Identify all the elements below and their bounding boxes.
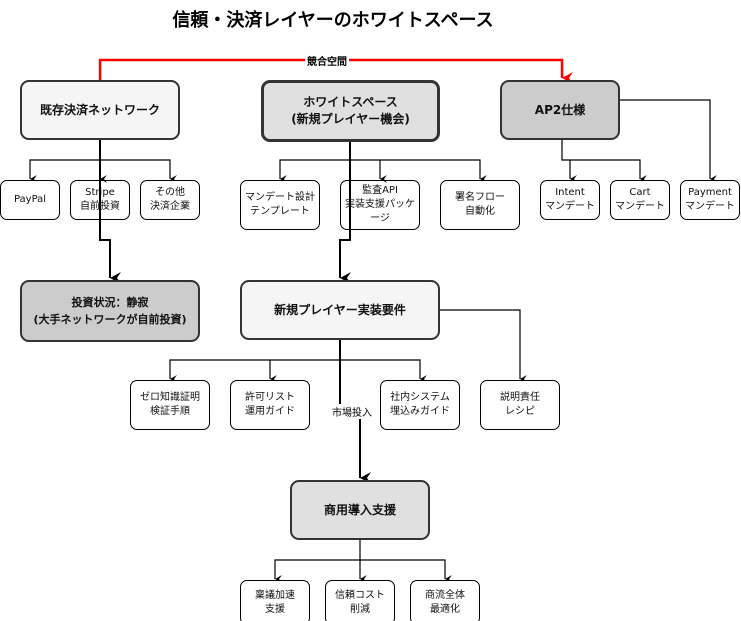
node-allowlist[interactable]: 許可リスト 運用ガイド: [230, 380, 310, 430]
edge-existing-invest: [99, 140, 121, 284]
node-payment[interactable]: Payment マンデート: [680, 180, 740, 220]
node-invest-status[interactable]: 投資状況：静寂 (大手ネットワークが自前投資): [20, 280, 200, 342]
edge-req-account: [440, 309, 527, 383]
diagram-title: 信頼・決済レイヤーのホワイトスペース: [172, 10, 494, 31]
edge-req-internal: [340, 359, 427, 383]
edge-ap2-cart: [570, 159, 647, 183]
node-whitespace[interactable]: ホワイトスペース (新規プレイヤー機会): [261, 80, 440, 142]
node-existing-network[interactable]: 既存決済ネットワーク: [20, 80, 180, 140]
edge-ap2-payment: [620, 99, 717, 183]
node-sign-flow[interactable]: 署名フロー 自動化: [440, 180, 520, 230]
competition-label: 競合空間: [305, 53, 349, 68]
node-paypal[interactable]: PayPal: [0, 180, 60, 220]
edge-ap2-intent: [561, 140, 577, 183]
edge-existing-other: [100, 159, 177, 183]
edge-com-commerce: [360, 559, 452, 583]
node-ap2[interactable]: AP2仕様: [500, 80, 620, 140]
node-accountability[interactable]: 説明責任 レシピ: [480, 380, 560, 430]
market-label: 市場投入: [330, 404, 374, 419]
node-other[interactable]: その他 決済企業: [140, 180, 200, 220]
node-stripe[interactable]: Stripe 自前投資: [70, 180, 130, 220]
node-zkp[interactable]: ゼロ知識証明 検証手順: [130, 380, 210, 430]
edge-req-market: [339, 340, 360, 478]
node-cart[interactable]: Cart マンデート: [610, 180, 670, 220]
edge-ws-audit: [350, 159, 387, 183]
node-requirements[interactable]: 新規プレイヤー実装要件: [240, 280, 440, 340]
node-intent[interactable]: Intent マンデート: [540, 180, 600, 220]
edge-req-zkp: [169, 340, 341, 383]
edge-ws-sign: [380, 159, 487, 183]
node-audit-api[interactable]: 監査API 実装支援パッケージ: [340, 180, 420, 230]
edge-com-approval: [274, 540, 361, 583]
node-mandate-template[interactable]: マンデート設計 テンプレート: [240, 180, 320, 230]
node-commerce[interactable]: 商流全体 最適化: [410, 580, 480, 621]
edge-ws-requirements: [339, 142, 351, 284]
edge-existing-paypal: [29, 140, 101, 183]
node-commercial[interactable]: 商用導入支援: [290, 480, 430, 540]
edge-ws-mandate: [279, 142, 351, 183]
node-trust-cost[interactable]: 信頼コスト 削減: [325, 580, 395, 621]
node-approval[interactable]: 稟議加速 支援: [240, 580, 310, 621]
node-internal[interactable]: 社内システム 埋込みガイド: [380, 380, 460, 430]
